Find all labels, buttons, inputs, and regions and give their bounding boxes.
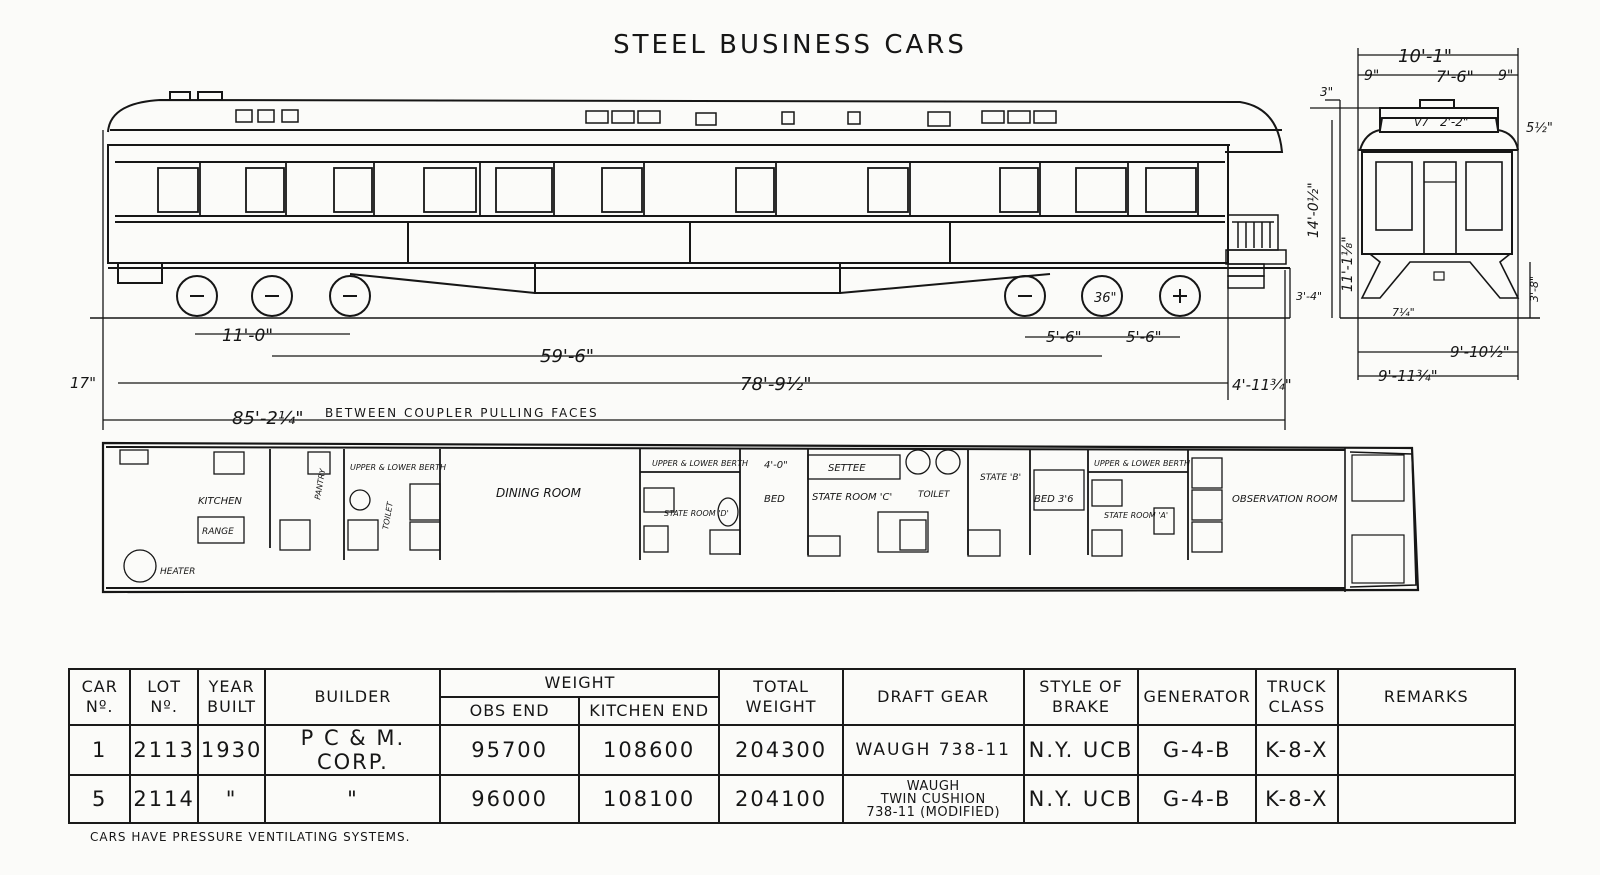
- end-elevation: 10'-1" 9" 7'-6" 9" V7 2'-2" 5½" 3" 14'-0…: [1306, 46, 1553, 385]
- header-draft-gear: DRAFT GEAR: [841, 668, 1025, 726]
- cell-builder: ": [264, 774, 442, 824]
- label-toilet-1: TOILET: [381, 500, 395, 530]
- label-heater: HEATER: [160, 567, 195, 577]
- dim-end-right: 4'-11¾": [1232, 376, 1292, 394]
- cell-obs-weight: 95700: [439, 724, 580, 776]
- fixtures: [119, 449, 1223, 583]
- cell-lot: 2113: [129, 724, 199, 776]
- cell-lot: 2114: [129, 774, 199, 824]
- dim-truck-centers: 59'-6": [540, 346, 594, 367]
- label-upper-lower-1: UPPER & LOWER BERTH: [350, 463, 446, 472]
- dim-wheel-diameter: 36": [1094, 291, 1117, 306]
- label-toilet-2: TOILET: [918, 490, 951, 500]
- cell-year: 1930: [196, 724, 267, 776]
- label-kitchen: KITCHEN: [198, 496, 242, 507]
- cell-total-weight: 204100: [718, 774, 844, 824]
- label-upper-lower-3: UPPER & LOWER BERTH: [1094, 459, 1190, 468]
- end-dimension-lines: [1310, 48, 1531, 380]
- dim-truck-wheelbase: 11'-0": [222, 326, 273, 346]
- side-dimension-lines: [102, 130, 1291, 430]
- observation-platform: [1225, 214, 1287, 289]
- cell-obs-weight: 96000: [439, 774, 580, 824]
- cell-truck: K-8-X: [1255, 774, 1339, 824]
- cell-brake: N.Y. UCB: [1022, 724, 1140, 776]
- footnote: CARS HAVE PRESSURE VENTILATING SYSTEMS.: [90, 830, 411, 844]
- cell-remarks: [1336, 724, 1517, 776]
- coupler-label: BETWEEN COUPLER PULLING FACES: [325, 406, 599, 420]
- label-observation-room: OBSERVATION ROOM: [1232, 494, 1338, 505]
- label-room-b: STATE 'B': [980, 473, 1021, 483]
- cell-kitchen-weight: 108600: [577, 724, 721, 776]
- header-builder: BUILDER: [264, 668, 442, 726]
- cell-builder: P C & M. CORP.: [264, 724, 442, 776]
- header-obs-end: OBS END: [439, 696, 580, 726]
- dim-height-1: 14'-0½": [1306, 182, 1322, 238]
- side-elevation: 11'-0" 59'-6" 78'-9½" 17" 4'-11¾" 85'-2¼…: [70, 91, 1322, 430]
- cell-car: 1: [67, 724, 132, 776]
- cell-year: ": [196, 774, 267, 824]
- dim-left-top: 3": [1320, 85, 1333, 99]
- roof-outline: [107, 98, 1284, 153]
- wheels: [176, 275, 1201, 317]
- cell-kitchen-weight: 108100: [577, 774, 721, 824]
- dim-width-2: 9'-11¾": [1378, 367, 1438, 385]
- plan-outline: [101, 441, 1420, 594]
- dim-clerestory: 2'-2": [1440, 115, 1468, 129]
- dim-overall-width: 10'-1": [1398, 46, 1452, 67]
- cell-generator: G-4-B: [1137, 774, 1258, 824]
- header-remarks: REMARKS: [1336, 668, 1517, 726]
- cell-car: 5: [67, 774, 132, 824]
- label-dining-room: DINING ROOM: [496, 486, 582, 500]
- label-upper-lower-2: UPPER & LOWER BERTH: [652, 459, 748, 468]
- dim-width-1: 9'-10½": [1450, 343, 1510, 361]
- label-room-a: STATE ROOM 'A': [1104, 511, 1168, 520]
- label-bed-36: BED 3'6: [1034, 494, 1074, 505]
- label-room-d: STATE ROOM 'D': [664, 509, 729, 518]
- cell-truck: K-8-X: [1255, 724, 1339, 776]
- cell-draft-gear: WAUGH 738-11: [841, 724, 1025, 776]
- dim-top-offset: 5½": [1526, 121, 1553, 136]
- dim-rear-axle-2: 5'-6": [1126, 328, 1162, 346]
- table-row: 1 2113 1930 P C & M. CORP. 95700 108600 …: [67, 724, 1517, 776]
- dim-bottom-right: 3'-8": [1528, 276, 1541, 302]
- dim-over-body: 78'-9½": [740, 374, 812, 395]
- dim-rear-axle-1: 5'-6": [1046, 328, 1082, 346]
- roof-vents: [235, 109, 1057, 127]
- label-pantry: PANTRY: [313, 467, 327, 500]
- car-drawings: 11'-0" 59'-6" 78'-9½" 17" 4'-11¾" 85'-2¼…: [70, 46, 1553, 594]
- dim-height-2: 11'-1⅛": [1340, 236, 1356, 292]
- header-weight: WEIGHT: [439, 668, 721, 698]
- header-generator: GENERATOR: [1137, 668, 1258, 726]
- end-vent-label: V7: [1414, 116, 1429, 129]
- label-range: RANGE: [202, 527, 234, 537]
- dim-wheel-gauge: 7¼": [1392, 306, 1415, 319]
- diagram-title: STEEL BUSINESS CARS: [613, 30, 967, 60]
- label-dim-4-0: 4'-0": [764, 460, 788, 471]
- label-bed-1: BED: [764, 494, 785, 505]
- dim-roof-center: 7'-6": [1436, 67, 1474, 86]
- cell-brake: N.Y. UCB: [1022, 774, 1140, 824]
- cell-total-weight: 204300: [718, 724, 844, 776]
- cell-generator: G-4-B: [1137, 724, 1258, 776]
- dim-end-left: 17": [70, 374, 96, 392]
- side-windows: [157, 162, 1199, 216]
- floor-plan: KITCHEN RANGE HEATER PANTRY UPPER & LOWE…: [101, 441, 1420, 594]
- label-settee: SETTEE: [828, 463, 866, 474]
- dim-step-height: 3'-4": [1296, 290, 1322, 303]
- cell-remarks: [1336, 774, 1517, 824]
- dim-roof-left: 9": [1364, 68, 1379, 84]
- header-kitchen-end: KITCHEN END: [577, 696, 721, 726]
- dim-coupler-length: 85'-2¼": [232, 408, 304, 429]
- label-room-c: STATE ROOM 'C': [812, 492, 892, 503]
- dim-roof-right: 9": [1498, 68, 1513, 84]
